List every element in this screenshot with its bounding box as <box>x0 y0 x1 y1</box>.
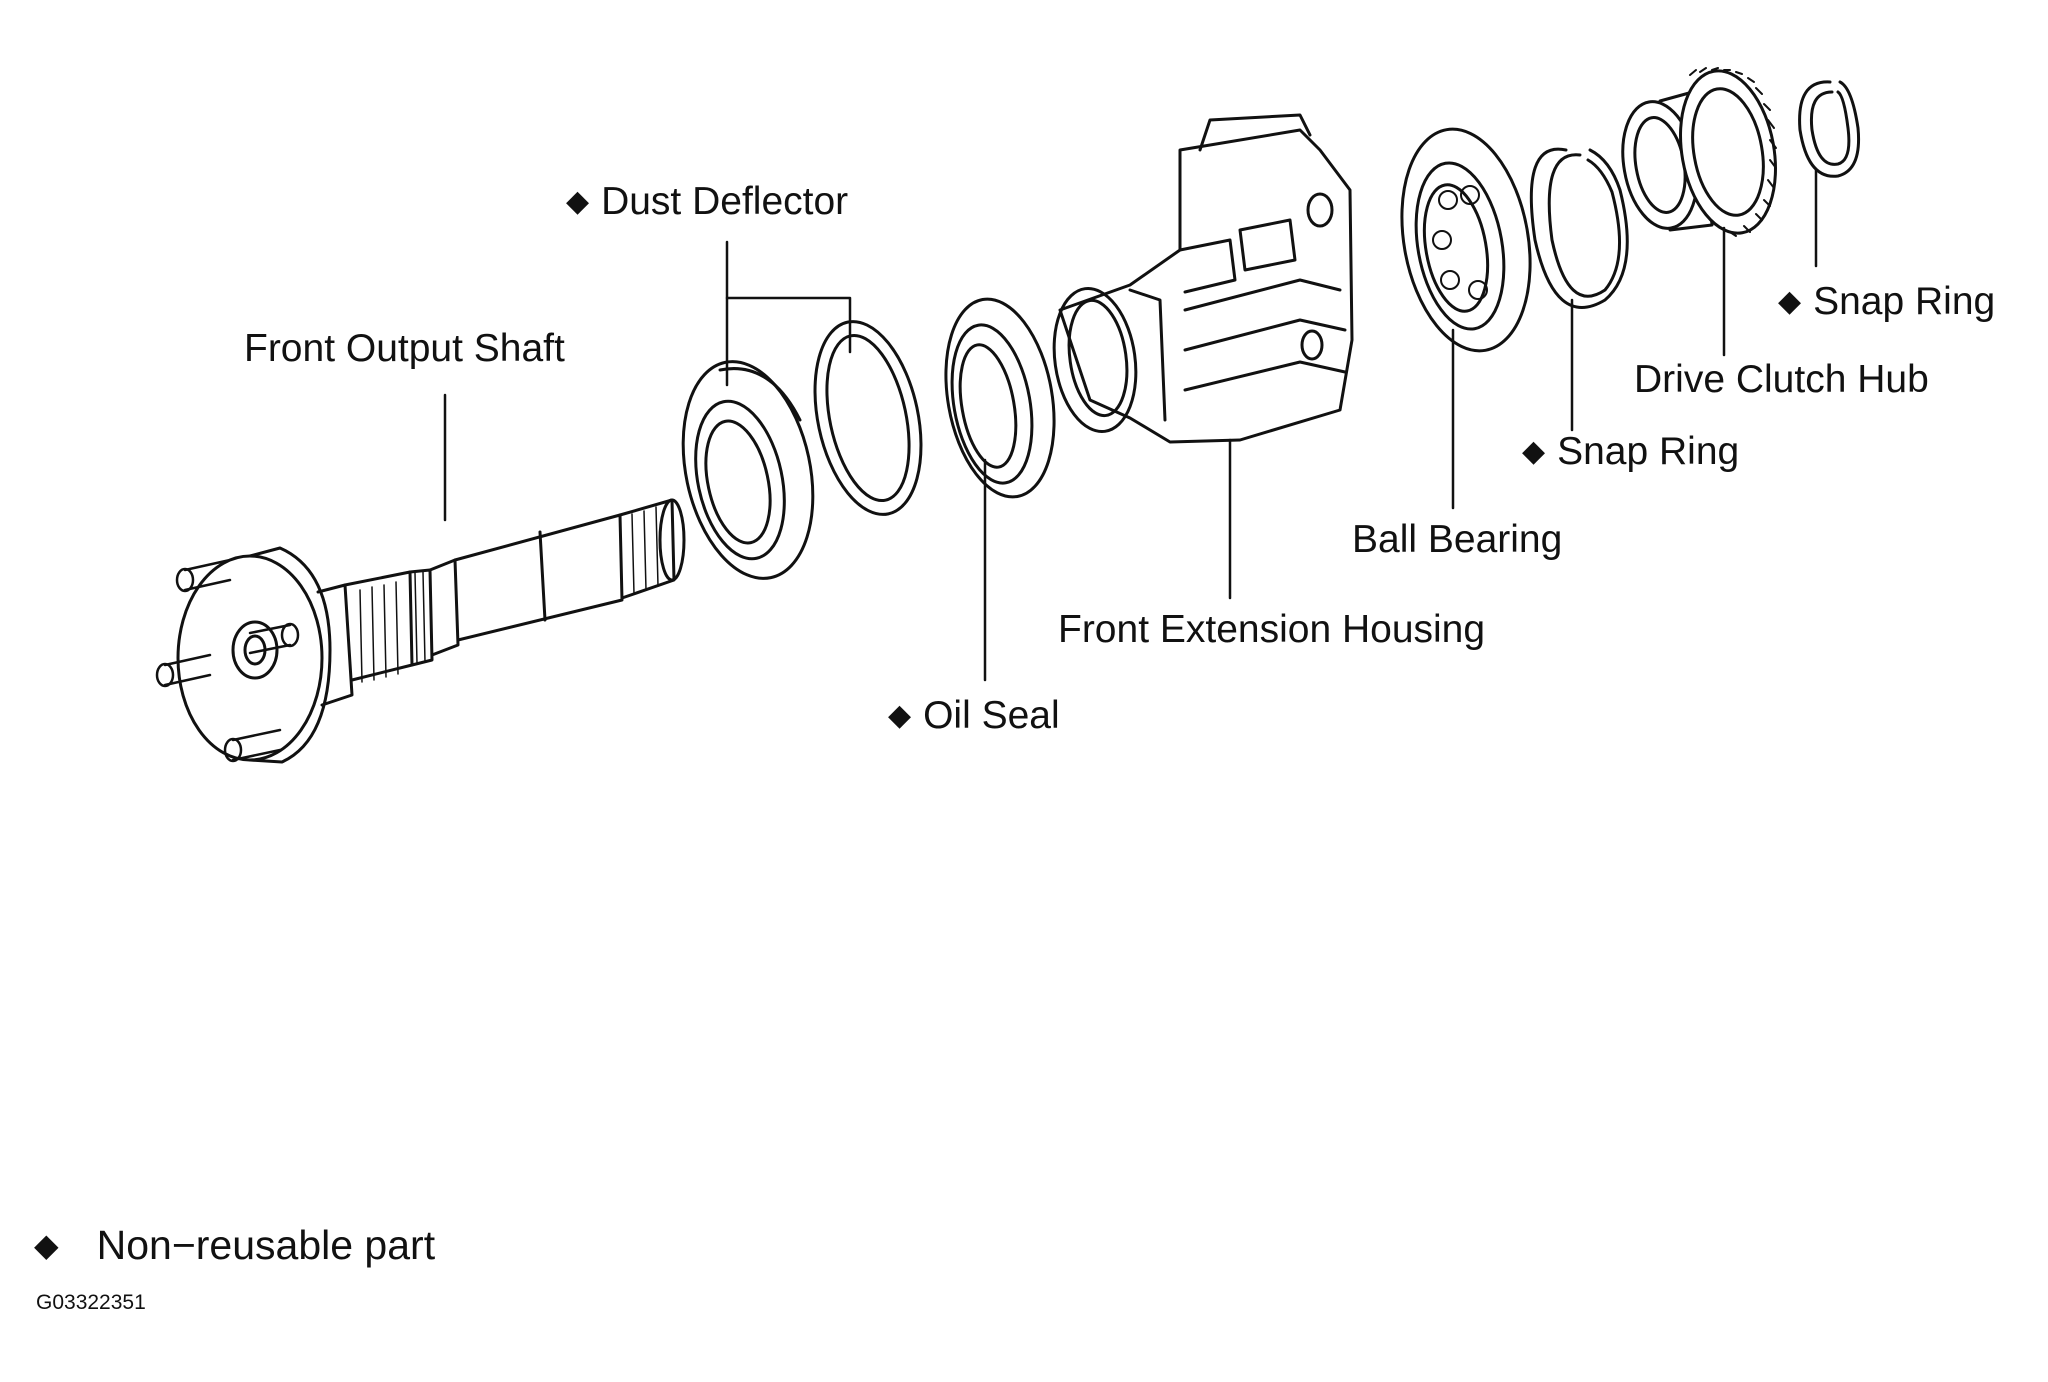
non-reusable-diamond-icon: ◆ <box>34 1227 59 1263</box>
label-dust-deflector: ◆ Dust Deflector <box>566 180 848 224</box>
non-reusable-diamond-icon: ◆ <box>1778 285 1802 318</box>
non-reusable-diamond-icon: ◆ <box>888 699 912 732</box>
drive-clutch-hub-part <box>1621 67 1777 237</box>
dust-deflector-part <box>681 320 923 580</box>
oil-seal-part <box>944 297 1056 499</box>
label-drive-clutch-hub: Drive Clutch Hub <box>1634 358 1929 402</box>
legend-text: Non−reusable part <box>96 1222 436 1268</box>
label-front-output-shaft: Front Output Shaft <box>244 327 565 371</box>
label-snap-ring-1: ◆ Snap Ring <box>1522 430 1739 474</box>
snap-ring-2-part <box>1798 80 1861 178</box>
front-extension-housing-part <box>1052 113 1354 444</box>
label-front-extension-housing: Front Extension Housing <box>1058 608 1485 652</box>
ball-bearing-part <box>1400 127 1532 353</box>
snap-ring-label: Snap Ring <box>1813 280 1996 323</box>
oil-seal-label: Oil Seal <box>923 694 1060 737</box>
figure-id: G03322351 <box>36 1291 146 1314</box>
snap-ring-1-part <box>1529 147 1629 309</box>
snap-ring-label: Snap Ring <box>1557 430 1740 473</box>
dust-deflector-label: Dust Deflector <box>601 180 849 223</box>
leader-lines <box>443 168 1818 682</box>
front-output-shaft-label: Front Output Shaft <box>244 327 565 370</box>
non-reusable-diamond-icon: ◆ <box>566 185 590 218</box>
front-output-shaft-part <box>155 498 686 764</box>
non-reusable-diamond-icon: ◆ <box>1522 435 1546 468</box>
legend: ◆ Non−reusable part <box>34 1222 435 1268</box>
label-ball-bearing: Ball Bearing <box>1352 518 1562 562</box>
ball-bearing-label: Ball Bearing <box>1352 518 1563 561</box>
label-snap-ring-2: ◆ Snap Ring <box>1778 280 1995 324</box>
front-extension-housing-label: Front Extension Housing <box>1058 608 1486 651</box>
drive-clutch-hub-label: Drive Clutch Hub <box>1634 358 1929 401</box>
label-oil-seal: ◆ Oil Seal <box>888 694 1060 738</box>
